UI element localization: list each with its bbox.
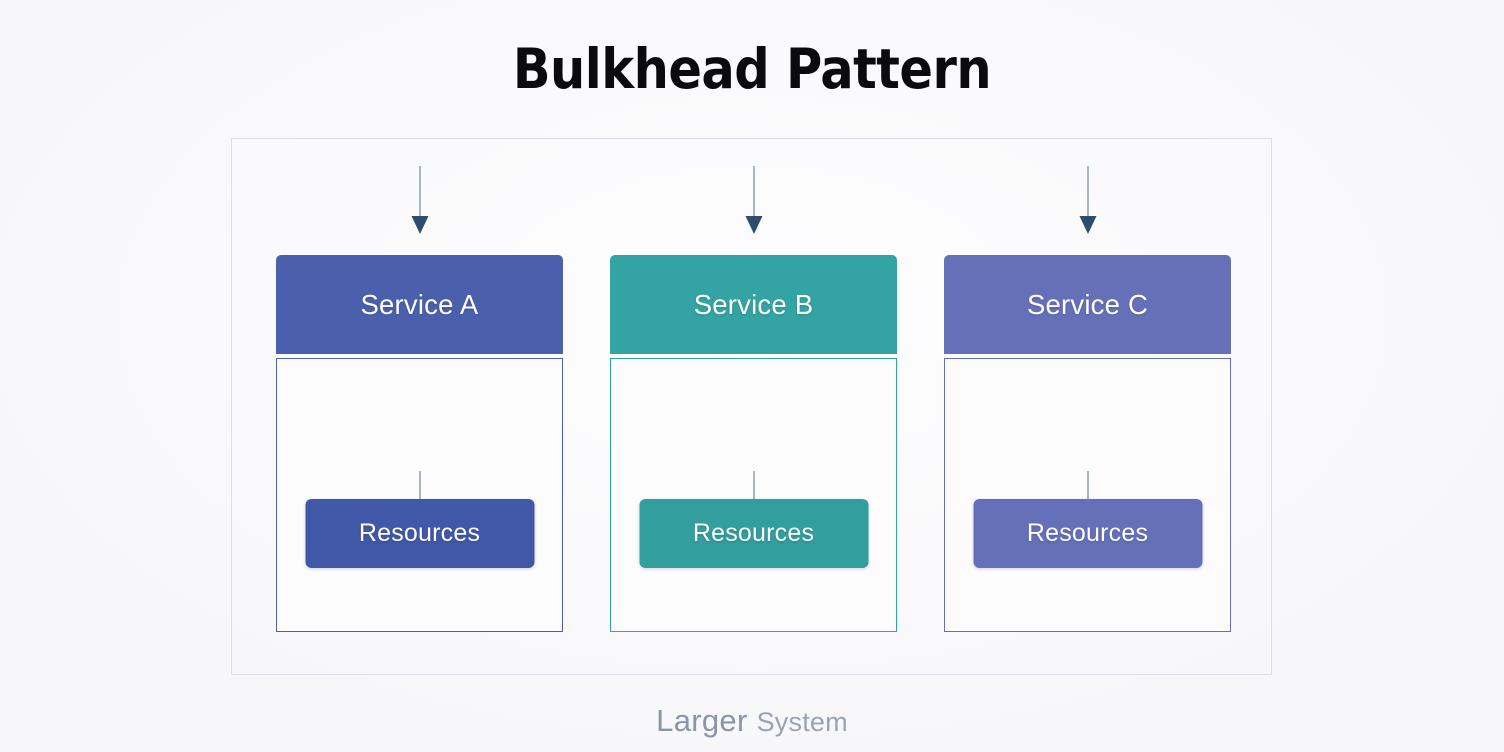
service-title-a: Service A [360, 288, 479, 320]
down-arrow-icon [411, 166, 428, 234]
inbound-arrow-service-c [1076, 166, 1100, 238]
service-card-c[interactable]: Service C Resources [944, 255, 1231, 632]
down-arrow-icon [1079, 166, 1096, 234]
down-arrow-icon [745, 166, 762, 234]
service-body-c: Resources [944, 358, 1231, 632]
service-body-b: Resources [610, 358, 897, 632]
service-column-b: Service B Resources [610, 139, 897, 676]
service-body-a: Resources [276, 358, 563, 632]
footer-caption: Larger System [0, 705, 1504, 736]
resources-label-a: Resources [358, 519, 481, 547]
resources-label-b: Resources [692, 519, 815, 547]
footer-caption-primary: Larger [656, 703, 748, 738]
service-card-a[interactable]: Service A Resources [276, 255, 563, 632]
page-title: Bulkhead Pattern [512, 37, 992, 101]
resources-box-a[interactable]: Resources [305, 499, 534, 568]
service-column-a: Service A Resources [276, 139, 563, 676]
services-row: Service A Resources [232, 139, 1273, 676]
resources-box-b[interactable]: Resources [639, 499, 868, 568]
footer-caption-secondary: System [756, 707, 848, 737]
resources-label-c: Resources [1026, 519, 1149, 547]
service-header-a: Service A [276, 255, 563, 354]
service-column-c: Service C Resources [944, 139, 1231, 676]
larger-system-boundary: Service A Resources [231, 138, 1272, 675]
service-header-c: Service C [944, 255, 1231, 354]
service-header-b: Service B [610, 255, 897, 354]
inbound-arrow-service-b [742, 166, 766, 238]
resources-box-c[interactable]: Resources [973, 499, 1202, 568]
inbound-arrow-service-a [408, 166, 432, 238]
service-card-b[interactable]: Service B Resources [610, 255, 897, 632]
service-title-b: Service B [693, 288, 814, 320]
service-title-c: Service C [1027, 288, 1148, 320]
